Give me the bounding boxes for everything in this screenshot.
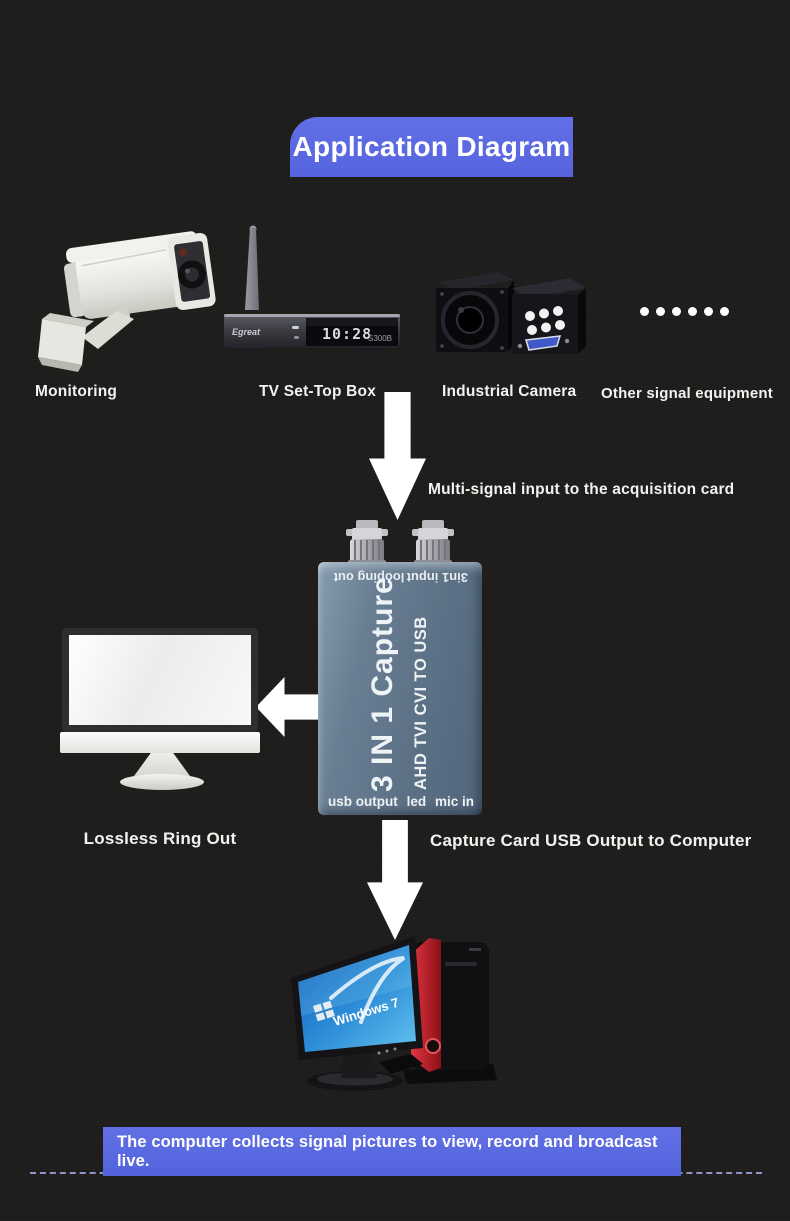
monitor-screen <box>69 635 251 725</box>
caption-lossless-ring-out: Lossless Ring Out <box>83 829 237 848</box>
control-buttons-icon <box>525 306 565 335</box>
label-monitoring: Monitoring <box>35 383 118 400</box>
capture-card: looping out 3in1 input 3 IN 1 Capture AH… <box>318 562 482 815</box>
camera-body-group <box>63 231 216 319</box>
card-label-usb-output: usb output <box>328 794 398 809</box>
bottom-banner: The computer collects signal pictures to… <box>103 1127 681 1176</box>
capture-card-name: 3 IN 1 Capture <box>366 576 399 792</box>
page-title-label: Application Diagram <box>292 131 571 162</box>
bnc-connector-left <box>346 520 388 568</box>
caption-multi-signal-input: Multi-signal input to the acquisition ca… <box>428 481 735 498</box>
label-tv-set-top-box: TV Set-Top Box <box>259 383 377 400</box>
capture-card-subtitle: AHD TVI CVI TO USB <box>412 616 430 790</box>
bnc-connector-right <box>412 520 454 568</box>
cctv-camera-icon <box>38 231 216 372</box>
capture-card-bottom-labels: usb output led mic in <box>328 794 474 809</box>
settop-display-digits: 10:28 <box>322 325 372 343</box>
card-label-mic-in: mic in <box>434 794 474 809</box>
card-label-led: led <box>406 794 427 809</box>
monitor-chin <box>60 732 260 753</box>
computer-monitor-icon: Windows 7 <box>291 936 423 1091</box>
windows-flag-icon <box>313 1000 335 1022</box>
card-port-label-3in1-input: 3in1 input <box>406 570 468 585</box>
computer-icon: Windows 7 <box>291 936 497 1091</box>
label-other-signal-equipment: Other signal equipment <box>601 385 773 402</box>
vga-port-icon <box>525 335 562 351</box>
caption-usb-output: Capture Card USB Output to Computer <box>430 831 752 850</box>
antenna-icon <box>245 228 259 310</box>
monitor-stand-neck <box>134 753 190 776</box>
settop-brand-label: Egreat <box>232 327 261 337</box>
arrow-left-ring-out-icon <box>256 677 318 737</box>
label-industrial-camera: Industrial Camera <box>442 383 577 400</box>
arrow-down-output-icon <box>367 820 423 940</box>
bottom-banner-label: The computer collects signal pictures to… <box>117 1132 658 1170</box>
ring-out-monitor-icon <box>62 628 258 732</box>
industrial-camera-icon <box>436 272 586 354</box>
bnc-connectors-icon <box>346 520 454 568</box>
monitor-stand-base <box>120 774 204 790</box>
page-title: Application Diagram <box>290 117 573 177</box>
arrow-down-input-icon <box>369 392 426 520</box>
tv-set-top-box-icon: Egreat 10:28 S300B <box>224 225 400 353</box>
settop-model-label: S300B <box>368 334 392 343</box>
other-equipment-dots-icon <box>640 307 729 316</box>
